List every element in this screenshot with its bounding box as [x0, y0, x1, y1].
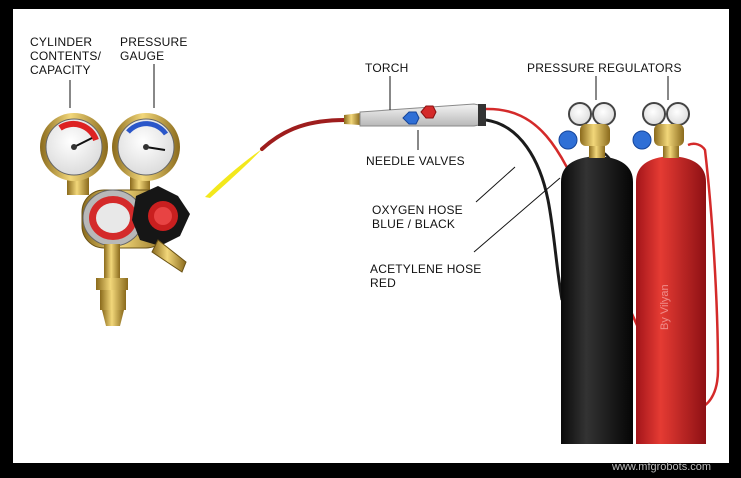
acetylene-hose-label-1: ACETYLENE HOSE: [370, 262, 482, 276]
pressure-gauge-label-2: GAUGE: [120, 49, 164, 63]
contents-gauge: [40, 113, 108, 181]
torch-label: TORCH: [365, 61, 408, 75]
leader-lines: [69, 64, 669, 253]
oxygen-hose-label-2: BLUE / BLACK: [372, 217, 455, 231]
pressure-gauge-label-1: PRESSURE: [120, 35, 188, 49]
acetylene-hose-label-2: RED: [370, 276, 396, 290]
cylinder-contents-label-1: CYLINDER: [30, 35, 92, 49]
oxygen-hose-label-1: OXYGEN HOSE: [372, 203, 463, 217]
inlet-connector: [96, 244, 128, 326]
leader-oxygen-hose: [475, 166, 516, 203]
flame-icon: [205, 149, 262, 198]
cylinder-contents-label-3: CAPACITY: [30, 63, 91, 77]
oxygen-hose: [485, 118, 564, 301]
cylinder-contents-label-2: CONTENTS/: [30, 49, 102, 63]
pressure-regulators-label: PRESSURE REGULATORS: [527, 61, 682, 75]
acetylene-valve-icon[interactable]: [420, 105, 437, 119]
acetylene-regulator: [632, 102, 690, 150]
outlet-nozzle: [151, 239, 187, 273]
regulator-assembly: [40, 113, 190, 326]
cylinder-brand-text: By Vilyan: [659, 284, 671, 330]
acetylene-cylinder: By Vilyan: [636, 144, 706, 444]
needle-valves-label: NEEDLE VALVES: [366, 154, 465, 168]
oxygen-valve-icon[interactable]: [402, 111, 420, 125]
pressure-gauge: [112, 113, 180, 181]
oxygen-regulator: [558, 102, 616, 150]
regulator-body: [81, 186, 190, 249]
torch-nozzle: [344, 113, 360, 125]
torch-tip: [260, 118, 347, 151]
leader-acetylene-hose: [473, 177, 561, 253]
oxygen-cylinder: [561, 144, 633, 444]
watermark: www.mfgrobots.com: [611, 461, 711, 473]
torch: [359, 103, 486, 127]
